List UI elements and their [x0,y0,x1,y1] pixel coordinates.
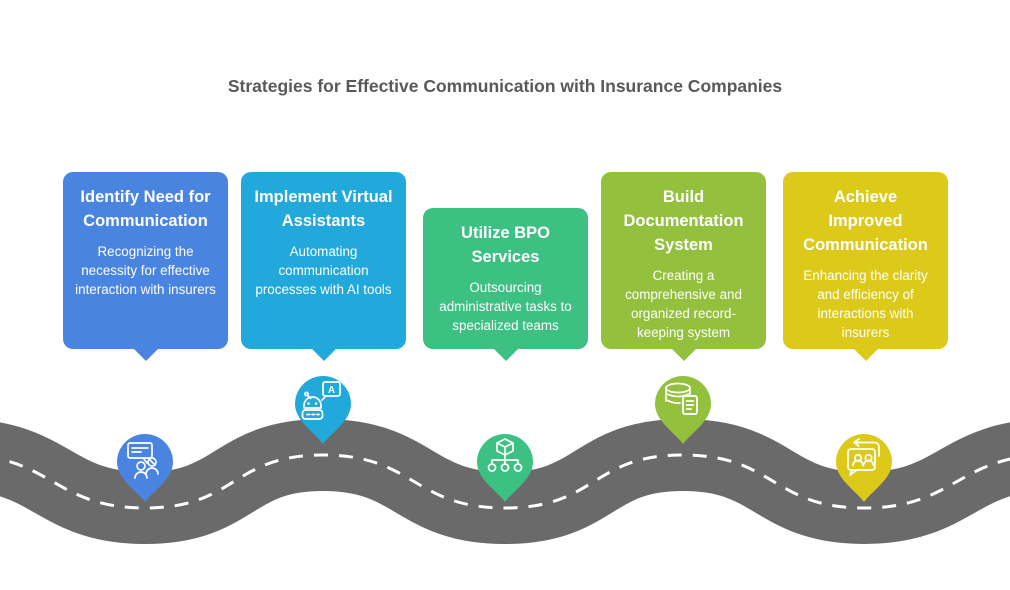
step-title: Build Documentation System [623,188,744,254]
step-card-5: Achieve Improved Communication Enhancing… [783,172,948,349]
step-card-3: Utilize BPO Services Outsourcing adminis… [423,208,588,349]
outsourcing-icon [487,438,523,472]
conversation-exchange-icon [847,438,880,476]
map-pin-3 [473,430,537,508]
map-pin-4 [651,372,715,450]
step-title: Implement Virtual Assistants [254,188,393,230]
pin-shape [836,434,892,502]
ai-assistant-icon: A [301,381,341,420]
step-description: Recognizing the necessity for effective … [75,244,216,297]
page-title: Strategies for Effective Communication w… [227,76,783,96]
step-title: Utilize BPO Services [461,224,550,266]
pin-shape [295,376,351,444]
step-card-1: Identify Need for Communication Recogniz… [63,172,228,349]
discussion-icon [127,442,159,479]
step-title: Achieve Improved Communication [803,188,928,254]
step-description: Outsourcing administrative tasks to spec… [439,280,572,333]
map-pin-2: A [291,372,355,450]
step-description: Automating communication processes with … [255,244,392,297]
step-description: Creating a comprehensive and organized r… [625,268,742,340]
map-pin-1 [113,430,177,508]
svg-text:A: A [328,385,335,396]
pin-shape [477,434,533,502]
map-pin-5 [832,430,896,508]
database-document-icon [665,382,698,415]
step-card-2: Implement Virtual Assistants Automating … [241,172,406,349]
step-title: Identify Need for Communication [80,188,211,230]
step-description: Enhancing the clarity and efficiency of … [803,268,928,340]
step-card-4: Build Documentation System Creating a co… [601,172,766,349]
